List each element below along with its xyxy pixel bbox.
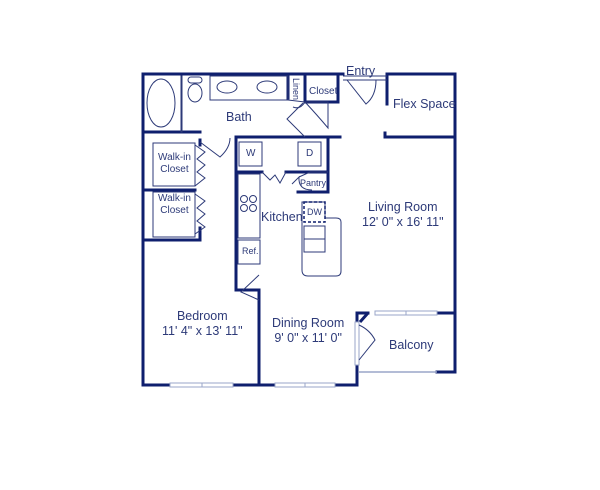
room-label-entry: Entry: [346, 64, 376, 78]
room-label-balcony: Balcony: [389, 338, 434, 352]
room-label-dining-room: Dining Room 9' 0" x 11' 0": [272, 316, 345, 345]
room-label-bedroom: Bedroom 11' 4" x 13' 11": [162, 309, 243, 338]
washer-label: W: [246, 148, 256, 159]
dishwasher-label: DW: [307, 207, 322, 217]
room-label-walk-in-closet-2: Walk-in Closet: [158, 193, 191, 216]
room-label-flex-space: Flex Space: [393, 97, 456, 111]
room-label-linen: Linen: [291, 78, 301, 101]
dryer-label: D: [306, 148, 314, 159]
room-label-walk-in-closet-1: Walk-in Closet: [158, 152, 191, 175]
room-label-bath: Bath: [226, 110, 252, 124]
refrigerator-label: Ref.: [242, 246, 259, 256]
room-label-pantry: Pantry: [300, 178, 327, 188]
room-label-closet: Closet: [309, 86, 338, 97]
room-label-living-room: Living Room 12' 0" x 16' 11": [362, 200, 444, 229]
room-label-kitchen: Kitchen: [261, 210, 303, 224]
